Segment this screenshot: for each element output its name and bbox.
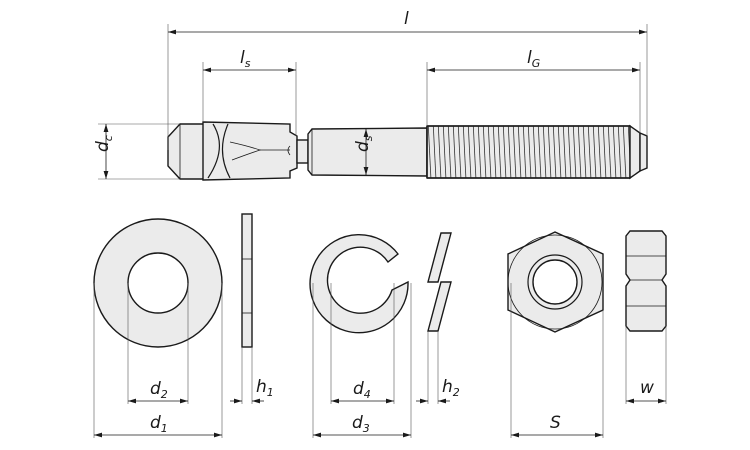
d1-label: d1 — [150, 413, 168, 435]
flat-washer-dimensions: d1 d2 h1 — [93, 283, 274, 438]
hex-nut-thread-circle — [527, 254, 583, 310]
expansion-sleeve — [202, 121, 298, 181]
bolt-dimensions: l ls lG dc ds — [93, 9, 648, 180]
flat-washer — [93, 213, 253, 348]
h1-label: h1 — [256, 377, 274, 399]
spring-washer-ring — [309, 234, 409, 334]
flat-washer-side — [241, 213, 253, 348]
l-label: l — [404, 9, 409, 29]
d3-label: d3 — [352, 413, 370, 435]
bolt-cone-tip — [167, 123, 206, 180]
neck-groove — [287, 145, 291, 156]
hex-nut-chamfer-circle — [507, 234, 603, 330]
spring-washer — [309, 232, 452, 334]
ds-label: ds — [353, 135, 375, 152]
hex-nut-hole — [532, 259, 578, 305]
w-label: w — [640, 378, 654, 398]
hex-nut-side — [625, 230, 667, 332]
ls-label: ls — [240, 48, 251, 70]
d2-label: d2 — [150, 379, 168, 401]
hex-nut-dimensions: S w — [510, 283, 667, 438]
spring-washer-side-bottom — [427, 281, 452, 332]
spring-washer-dimensions: d3 d4 h2 — [312, 283, 460, 438]
d4-label: d4 — [353, 379, 371, 401]
flat-washer-hole — [127, 252, 189, 314]
dc-label: dc — [93, 135, 115, 152]
sleeve-slot-curve-left — [207, 123, 220, 179]
h2-label: h2 — [442, 377, 460, 399]
anchor-bolt — [167, 121, 648, 181]
lg-label: lG — [527, 48, 540, 70]
spring-washer-side-top — [427, 232, 452, 283]
hex-nut — [507, 230, 667, 333]
sleeve-slot-curve-right — [221, 123, 231, 179]
bolt-end-tip — [639, 131, 648, 173]
thread-end-chamfer — [629, 124, 641, 180]
thread-hatching — [427, 126, 630, 178]
bolt-neck — [296, 139, 309, 164]
s-label: S — [550, 413, 561, 433]
